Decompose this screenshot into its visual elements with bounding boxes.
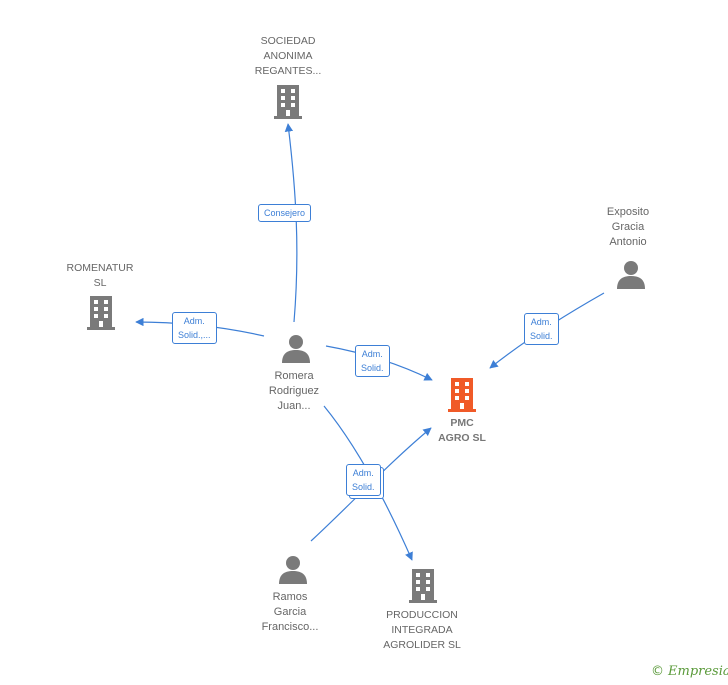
building-icon[interactable]: [274, 85, 302, 119]
node-label-sociedad[interactable]: SOCIEDAD ANONIMA REGANTES...: [254, 35, 322, 77]
edge-label-adm-romera-pmc: Adm. Solid.: [355, 345, 390, 377]
person-icon[interactable]: [279, 556, 307, 584]
copyright-symbol: ©: [651, 664, 664, 679]
building-focus-icon[interactable]: [448, 378, 476, 412]
building-icon[interactable]: [87, 296, 115, 330]
edge-label-consejero: Consejero: [258, 204, 312, 222]
node-label-romera[interactable]: Romera Rodriguez Juan...: [268, 370, 320, 412]
node-label-pmc[interactable]: PMC AGRO SL: [438, 417, 486, 444]
edge-label-adm-exposito-pmc: Adm. Solid.: [524, 313, 559, 345]
person-icon[interactable]: [282, 335, 310, 363]
brand-watermark: © Empresia: [651, 664, 728, 679]
node-label-produccion[interactable]: PRODUCCION INTEGRADA AGROLIDER SL: [383, 609, 461, 651]
edge-label-adm-ramos-pmc: Adm. Solid.: [346, 464, 381, 496]
node-label-ramos[interactable]: Ramos Garcia Francisco...: [261, 591, 319, 633]
edge-label-adm-romenatur: Adm. Solid.,...: [172, 312, 217, 344]
building-icon[interactable]: [409, 569, 437, 603]
brand-name: Empresia: [668, 664, 728, 679]
node-label-exposito[interactable]: Exposito Gracia Antonio: [606, 206, 650, 248]
person-icon[interactable]: [617, 261, 645, 289]
node-label-romenatur[interactable]: ROMENATUR SL: [66, 262, 134, 289]
edge-romera-sociedad: [284, 123, 298, 323]
